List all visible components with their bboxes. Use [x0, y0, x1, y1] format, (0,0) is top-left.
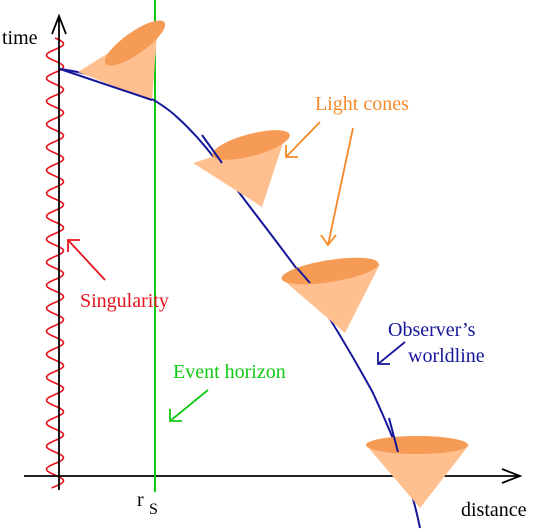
singularity-arrow [67, 239, 106, 281]
event-horizon-label: Event horizon [173, 361, 286, 383]
distance-axis-arrow-icon [501, 468, 523, 484]
light-cones-arrow-1 [285, 121, 321, 158]
time-axis-arrow-icon [51, 13, 67, 35]
light-cone-4 [366, 417, 469, 508]
light-cone-3 [281, 257, 380, 333]
singularity-label: Singularity [80, 290, 169, 312]
rs-tick-label-main: r [137, 489, 144, 511]
light-cone-2 [193, 130, 290, 207]
light-cones-arrow-2 [320, 127, 354, 247]
rs-tick-label-sub: S [149, 501, 158, 518]
singularity-curve [45, 37, 65, 489]
worldline-arrow [377, 341, 406, 365]
observer-worldline [59, 68, 421, 529]
worldline-label-line2: worldline [408, 345, 485, 367]
worldline-label-line1: Observer’s [388, 319, 476, 341]
light-cones-label: Light cones [315, 93, 409, 115]
light-cone-1 [59, 20, 166, 101]
time-axis-label: time [2, 27, 38, 49]
distance-axis-label: distance [461, 499, 527, 521]
event-horizon-arrow [169, 389, 209, 422]
